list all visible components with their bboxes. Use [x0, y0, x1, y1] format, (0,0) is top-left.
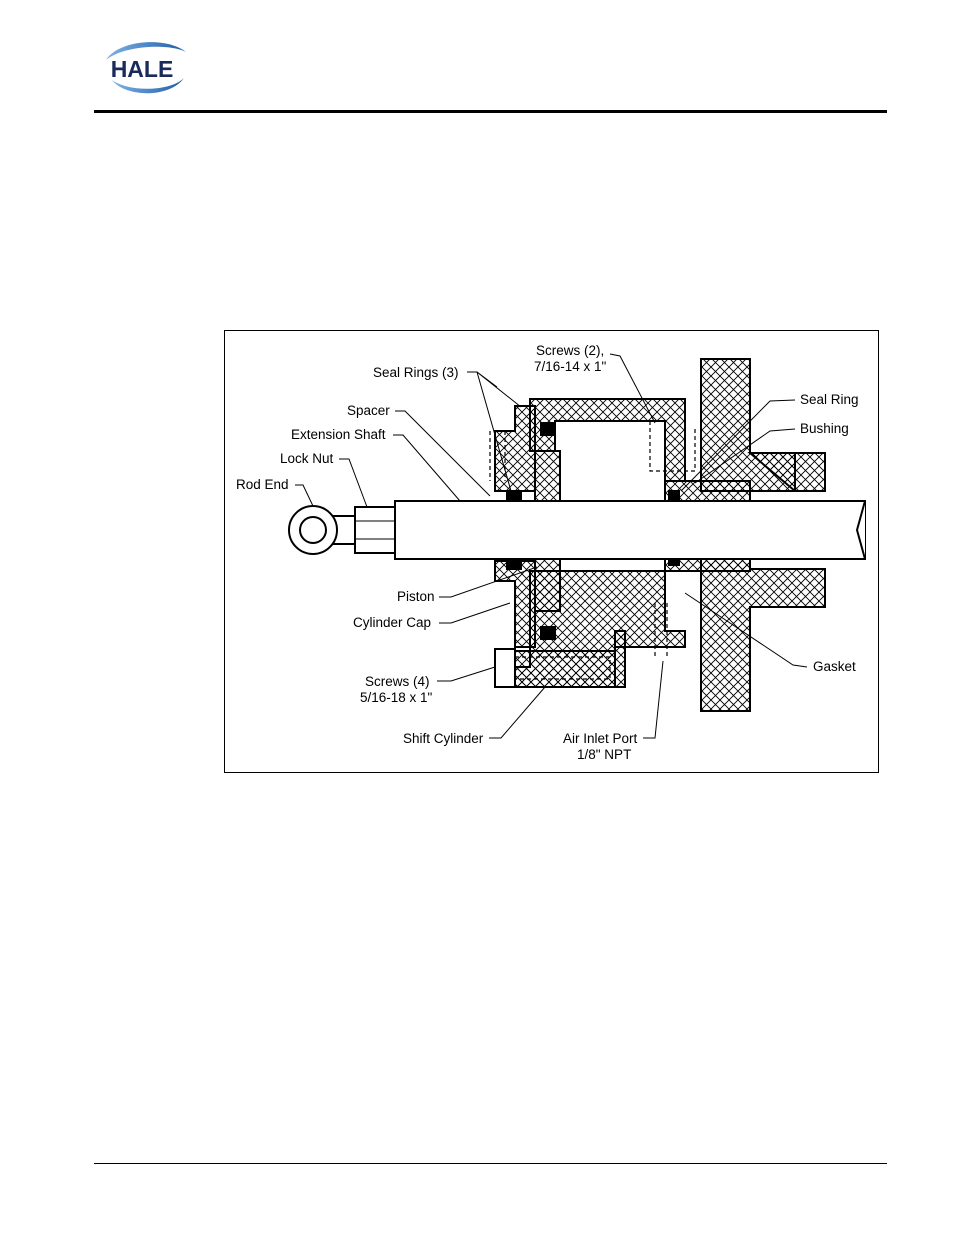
hale-logo: HALE	[92, 36, 192, 100]
label-piston: Piston	[397, 589, 435, 604]
label-screws-2-line1: Screws (2),	[536, 343, 604, 358]
label-air-inlet-line1: Air Inlet Port	[563, 731, 638, 746]
seal-ring-2	[541, 627, 555, 639]
seal-ring-4	[507, 559, 521, 569]
label-lock-nut: Lock Nut	[280, 451, 334, 466]
leader-cylinder-cap	[439, 603, 510, 623]
seal-ring-housing	[669, 491, 679, 499]
label-seal-rings: Seal Rings (3)	[373, 365, 459, 380]
leader-screws-4	[437, 667, 495, 681]
cylinder-cap-top	[495, 406, 535, 491]
piston-bottom	[535, 553, 560, 611]
lock-nut	[355, 507, 395, 553]
label-rod-end: Rod End	[236, 477, 289, 492]
leader-extension-shaft	[393, 435, 460, 501]
label-air-inlet-line2: 1/8" NPT	[577, 747, 631, 762]
housing-wall-bottom	[701, 557, 825, 711]
leader-lock-nut	[339, 459, 367, 507]
label-extension-shaft: Extension Shaft	[291, 427, 386, 442]
shift-cylinder-figure: Screws (2), 7/16-14 x 1" Seal Rings (3) …	[224, 330, 879, 773]
label-shift-cylinder: Shift Cylinder	[403, 731, 484, 746]
label-seal-ring: Seal Ring	[800, 392, 859, 407]
label-screws-2-line2: 7/16-14 x 1"	[534, 359, 607, 374]
logo-text: HALE	[111, 56, 174, 82]
header-rule	[94, 110, 887, 113]
label-cylinder-cap: Cylinder Cap	[353, 615, 431, 630]
label-gasket: Gasket	[813, 659, 856, 674]
cylinder-cap-bottom	[495, 561, 535, 647]
footer-rule	[94, 1163, 887, 1164]
shift-cylinder-diagram: Screws (2), 7/16-14 x 1" Seal Rings (3) …	[225, 331, 880, 774]
rod-end-hole	[300, 517, 326, 543]
leader-air-inlet	[643, 661, 663, 738]
leader-shift-cylinder	[489, 687, 545, 738]
label-bushing: Bushing	[800, 421, 849, 436]
label-screws-4-line1: Screws (4)	[365, 674, 430, 689]
leader-rod-end	[295, 485, 313, 506]
label-screws-4-line2: 5/16-18 x 1"	[360, 690, 433, 705]
cap-screw	[495, 649, 515, 687]
leader-spacer	[395, 411, 490, 496]
extension-shaft	[395, 501, 865, 559]
label-spacer: Spacer	[347, 403, 390, 418]
seal-ring-1	[541, 423, 555, 435]
